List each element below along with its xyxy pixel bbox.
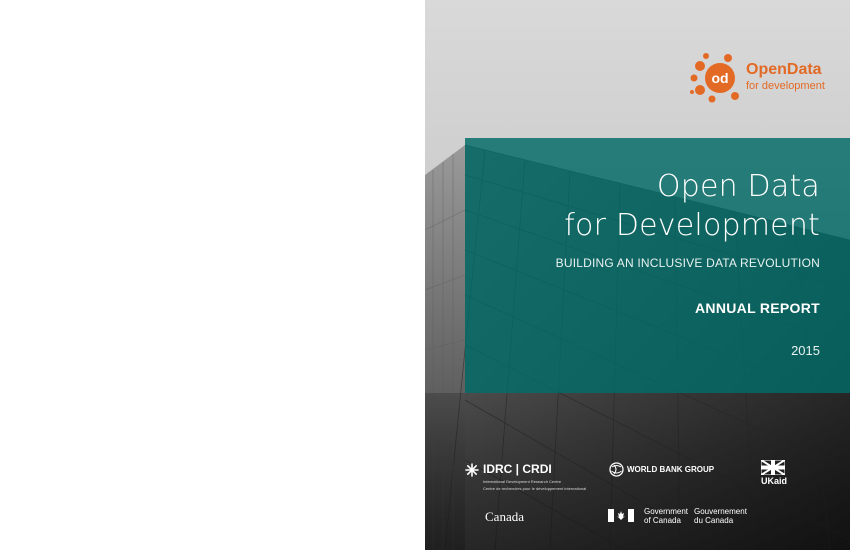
union-jack-icon [761, 460, 785, 475]
opendata-logo: od OpenData for development [690, 52, 830, 104]
idrc-emblem-icon [465, 463, 479, 477]
world-bank-label: WORLD BANK GROUP [627, 465, 715, 474]
cover-subtitle: BUILDING AN INCLUSIVE DATA REVOLUTION [555, 256, 820, 270]
globe-icon [609, 462, 624, 477]
idrc-english-name: International Development Research Centr… [483, 479, 562, 484]
report-cover: od OpenData for development Open Data fo… [425, 0, 850, 550]
cover-title-line-2: for Development [564, 208, 820, 243]
opendata-dots-icon: od [690, 53, 739, 103]
opendata-name: OpenData [746, 61, 822, 78]
government-french-line-2: du Canada [694, 516, 734, 525]
government-french-line-1: Gouvernement [694, 507, 747, 516]
canada-flag-icon [608, 509, 634, 522]
government-english-line-1: Government [644, 507, 689, 516]
canada-wordmark: Canada [485, 509, 524, 524]
report-year: 2015 [791, 343, 820, 358]
opendata-mark: od [711, 70, 728, 86]
cover-title-line-1: Open Data [656, 169, 820, 204]
report-label: ANNUAL REPORT [695, 300, 820, 316]
ukaid-label: UKaid [761, 476, 788, 486]
opendata-tagline: for development [746, 80, 825, 92]
blank-left-page [0, 0, 425, 550]
idrc-french-name: Centre de recherches pour le développeme… [483, 486, 587, 491]
idrc-name: IDRC | CRDI [483, 462, 552, 476]
government-english-line-2: of Canada [644, 516, 681, 525]
ukaid-logo: UKaid [761, 460, 787, 492]
title-band [465, 138, 850, 393]
